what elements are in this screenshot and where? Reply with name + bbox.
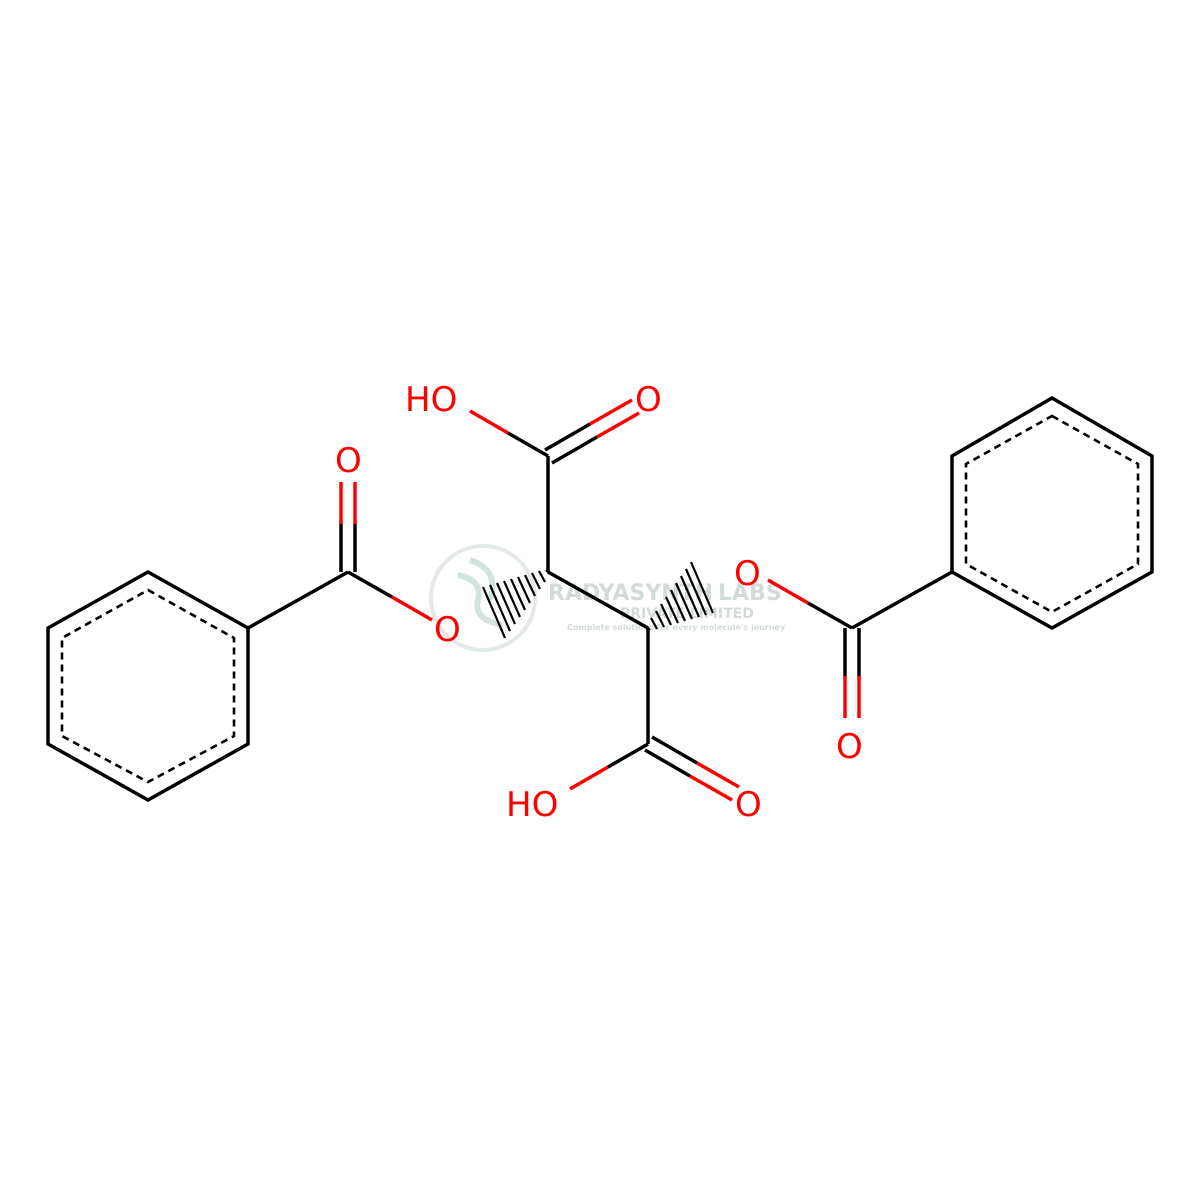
left-benzene-ring [46,569,250,803]
atom-o-ester-left: O [434,610,461,650]
left-ester-bonds [247,482,433,630]
atom-o-ester-right: O [734,554,761,594]
watermark-logo-mark [457,557,504,628]
right-benzene-ring [950,395,1154,631]
hashed-wedge-left [481,569,551,639]
backbone-bonds [546,456,650,744]
atom-o-top: O [635,380,662,420]
watermark-tagline: Complete solutions for every molecule's … [567,623,786,632]
watermark: RADYASYNTH LABS PRIVATE LIMITED Complete… [429,544,786,652]
hashed-wedge-right [645,561,715,631]
top-carboxyl-bonds [469,398,640,465]
atom-o-carbonyl-right: O [836,727,863,767]
watermark-line2: PRIVATE LIMITED [620,606,754,622]
watermark-logo [429,544,537,652]
watermark-line1b: LABS [718,581,782,606]
atom-oh-top: HO [405,380,457,420]
bottom-carboxyl-bonds [569,735,740,802]
atom-oh-bottom: HO [506,785,558,825]
atom-o-bottom: O [735,785,762,825]
atom-o-carbonyl-left: O [335,441,362,481]
right-ester-bonds [767,570,953,718]
